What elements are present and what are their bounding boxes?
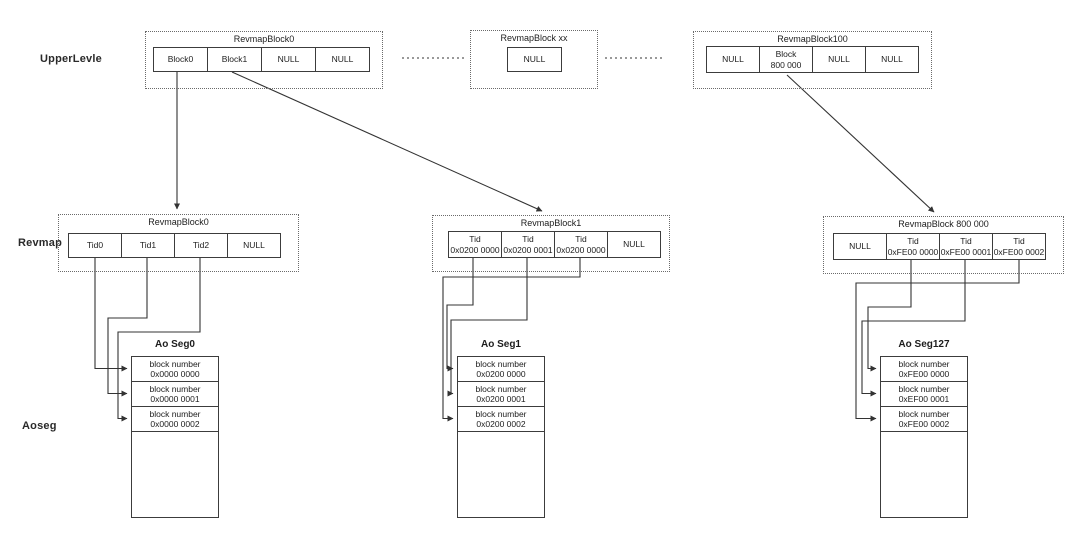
cell-block0: Block0 [153, 47, 208, 72]
cell-null: NULL [607, 231, 661, 258]
seg0-title: Ao Seg0 [154, 339, 195, 350]
seg1-row1: block number 0x0200 0001 [458, 382, 544, 407]
cell-null: NULL [507, 47, 562, 72]
cell-null: NULL [812, 46, 866, 73]
upper-blockxx-cells: NULL [507, 47, 562, 72]
revmap-block0-cells: Tid0 Tid1 Tid2 NULL [68, 233, 281, 258]
cell-tid-0x02000000b: Tid 0x0200 0000 [554, 231, 608, 258]
seg1-box: block number 0x0200 0000 block number 0x… [457, 356, 545, 518]
cell-tid0: Tid0 [68, 233, 122, 258]
revmap-block0-container: RevmapBlock0 Tid0 Tid1 Tid2 NULL [58, 214, 299, 272]
revmap-block800000-cells: NULL Tid 0xFE00 0000 Tid 0xFE00 0001 Tid… [833, 233, 1046, 260]
seg127-row2: block number 0xFE00 0002 [881, 407, 967, 432]
row-label-aoseg: Aoseg [22, 420, 57, 432]
seg127-box: block number 0xFE00 0000 block number 0x… [880, 356, 968, 518]
arrow-block1-to-revmap1 [231, 71, 543, 212]
upper-block0-container: RevmapBlock0 Block0 Block1 NULL NULL [145, 31, 383, 89]
row-label-upperlevel: UpperLevle [40, 53, 102, 65]
revmap-block1-container: RevmapBlock1 Tid 0x0200 0000 Tid 0x0200 … [432, 215, 670, 272]
cell-tid-0xfe000002: Tid 0xFE00 0002 [992, 233, 1046, 260]
upper-blockxx-title: RevmapBlock xx [500, 33, 568, 43]
revmap-block800000-container: RevmapBlock 800 000 NULL Tid 0xFE00 0000… [823, 216, 1064, 274]
seg127-row1: block number 0xEF00 0001 [881, 382, 967, 407]
seg1-row2: block number 0x0200 0002 [458, 407, 544, 432]
arrow-tid0-to-seg0-row0 [94, 258, 128, 372]
revmap-block1-title: RevmapBlock1 [520, 218, 582, 228]
arrow-revmap800c1-to-seg127-row0 [867, 259, 912, 372]
upper-block100-container: RevmapBlock100 NULL Block 800 000 NULL N… [693, 31, 932, 89]
cell-tid-0xfe000000: Tid 0xFE00 0000 [886, 233, 940, 260]
upper-block0-title: RevmapBlock0 [233, 34, 295, 44]
cell-tid1: Tid1 [121, 233, 175, 258]
seg0-box: block number 0x0000 0000 block number 0x… [131, 356, 219, 518]
revmap-block0-title: RevmapBlock0 [148, 217, 209, 227]
upper-block100-title: RevmapBlock100 [777, 34, 848, 44]
seg1-title: Ao Seg1 [480, 339, 521, 350]
cell-null: NULL [315, 47, 370, 72]
row-label-revmap: Revmap [18, 237, 62, 249]
cell-block800000: Block 800 000 [759, 46, 813, 73]
upper-block100-cells: NULL Block 800 000 NULL NULL [706, 46, 919, 73]
upper-blockxx-container: RevmapBlock xx NULL [470, 30, 598, 89]
seg127-row0: block number 0xFE00 0000 [881, 357, 967, 382]
arrow-revmap1c0-to-seg1-row0 [446, 258, 474, 372]
seg1-row0: block number 0x0200 0000 [458, 357, 544, 382]
revmap-block1-cells: Tid 0x0200 0000 Tid 0x0200 0001 Tid 0x02… [448, 231, 661, 258]
cell-null: NULL [261, 47, 316, 72]
cell-null: NULL [833, 233, 887, 260]
cell-null: NULL [227, 233, 281, 258]
cell-tid-0xfe000001: Tid 0xFE00 0001 [939, 233, 993, 260]
cell-tid2: Tid2 [174, 233, 228, 258]
seg127-title: Ao Seg127 [898, 339, 950, 350]
seg0-row0: block number 0x0000 0000 [132, 357, 218, 382]
cell-null: NULL [865, 46, 919, 73]
cell-tid-0x02000000: Tid 0x0200 0000 [448, 231, 502, 258]
cell-tid-0x02000001: Tid 0x0200 0001 [501, 231, 555, 258]
seg0-row1: block number 0x0000 0001 [132, 382, 218, 407]
cell-null: NULL [706, 46, 760, 73]
upper-block0-cells: Block0 Block1 NULL NULL [153, 47, 370, 72]
cell-block1: Block1 [207, 47, 262, 72]
arrow-block800000-to-revmap800000 [786, 74, 935, 213]
seg0-row2: block number 0x0000 0002 [132, 407, 218, 432]
revmap-block800000-title: RevmapBlock 800 000 [898, 219, 989, 229]
